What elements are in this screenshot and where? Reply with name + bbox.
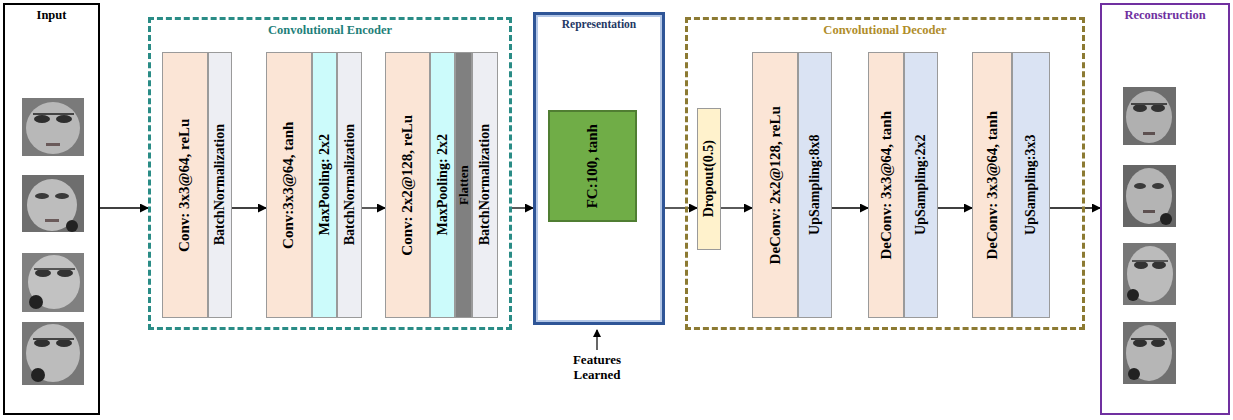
decoder-group: Convolutional DecoderDropout(0.5) DeConv:…: [685, 17, 1085, 330]
face-image: [1123, 243, 1176, 305]
input-panel: Input: [3, 3, 100, 415]
encoder-group: Convolutional EncoderConv: 3x3@64, reLu B…: [148, 17, 512, 330]
deconv-layer: DeConv: 2x2@128, reLu: [752, 52, 798, 318]
deconv-layer: DeConv: 3x3@64, tanh: [972, 52, 1012, 318]
reconstruction-panel: Reconstruction: [1100, 3, 1230, 415]
group-title: Representation: [536, 15, 662, 30]
flow-arrow: [832, 207, 868, 208]
annotation-label: Features Learned: [552, 353, 642, 383]
face-image: [22, 98, 84, 156]
layer-label: Conv:3x3@64, tanh: [281, 121, 298, 248]
batchnorm-layer: BatchNormalization: [472, 52, 498, 318]
conv-layer: Conv: 3x3@64, reLu: [162, 52, 208, 318]
flow-arrow: [665, 207, 697, 208]
layer-label: Conv: 3x3@64, reLu: [177, 118, 194, 251]
maxpool-layer: MaxPooling: 2x2: [430, 52, 455, 318]
layer-label: DeConv: 2x2@128, reLu: [767, 106, 784, 264]
layer-label: MaxPooling: 2x2: [317, 134, 332, 236]
face-image: [22, 322, 84, 385]
group-title: Input: [5, 5, 98, 23]
face-image: [22, 175, 84, 232]
dropout-layer: Dropout(0.5): [697, 108, 721, 250]
group-title: Reconstruction: [1102, 5, 1228, 23]
face-image: [1123, 322, 1176, 384]
layer-label: BatchNormalization: [212, 124, 227, 245]
batchnorm-layer: BatchNormalization: [337, 52, 362, 318]
upsampling-layer: UpSampling:8x8: [798, 52, 832, 318]
layer-label: BatchNormalization: [477, 124, 492, 245]
layer-label: DeConv: 3x3@64, tanh: [878, 111, 895, 260]
face-image: [1123, 165, 1176, 227]
face-image: [1123, 87, 1176, 145]
layer-label: UpSampling:2x2: [913, 135, 928, 235]
layer-label: Dropout(0.5): [701, 140, 716, 217]
layer-label: Flatten: [456, 165, 470, 205]
representation-panel: RepresentationFC:100, tanh: [533, 12, 665, 325]
layer-label: FC:100, tanh: [584, 124, 601, 208]
flow-arrow: [512, 207, 533, 208]
conv-layer: Conv: 2x2@128, reLu: [385, 52, 430, 318]
dense-layer: FC:100, tanh: [548, 110, 637, 222]
flow-arrow: [938, 207, 972, 208]
layer-label: BatchNormalization: [342, 124, 357, 245]
layer-label: DeConv: 3x3@64, tanh: [984, 111, 1001, 260]
flow-arrow: [721, 207, 752, 208]
layer-label: Conv: 2x2@128, reLu: [399, 115, 416, 256]
leader-arrow: [596, 330, 597, 350]
group-title: Convolutional Decoder: [688, 20, 1082, 38]
layer-label: UpSampling:8x8: [807, 135, 822, 235]
flow-arrow: [1050, 207, 1100, 208]
deconv-layer: DeConv: 3x3@64, tanh: [868, 52, 904, 318]
batchnorm-layer: BatchNormalization: [208, 52, 232, 318]
upsampling-layer: UpSampling:2x2: [904, 52, 938, 318]
flow-arrow: [232, 207, 266, 208]
flow-arrow: [362, 207, 385, 208]
conv-layer: Conv:3x3@64, tanh: [266, 52, 312, 318]
group-title: Convolutional Encoder: [151, 20, 509, 38]
layer-label: UpSampling:3x3: [1023, 135, 1038, 235]
upsampling-layer: UpSampling:3x3: [1012, 52, 1050, 318]
layer-label: MaxPooling: 2x2: [435, 134, 450, 236]
maxpool-layer: MaxPooling: 2x2: [312, 52, 337, 318]
flow-arrow: [100, 207, 148, 208]
face-image: [22, 253, 84, 312]
flatten-layer: Flatten: [455, 52, 472, 318]
